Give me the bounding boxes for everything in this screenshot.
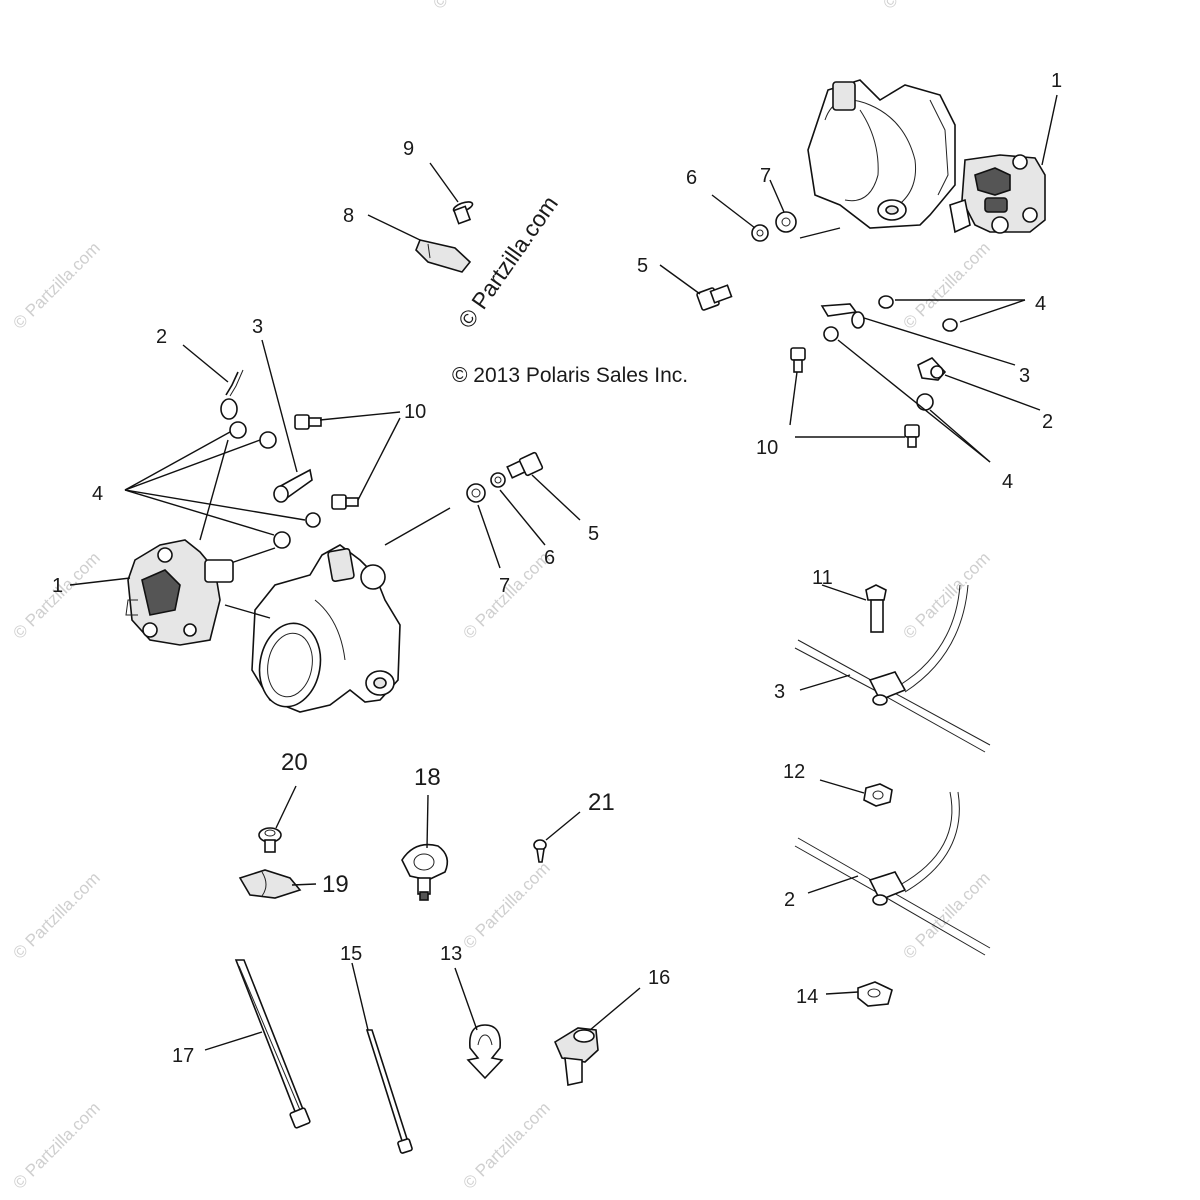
left-bolt-10-b — [331, 494, 359, 510]
watermark: © Partzilla.com — [879, 0, 973, 13]
callout-4: 4 — [1002, 471, 1013, 493]
right-bolt-10-a — [790, 347, 806, 373]
callout-5: 5 — [637, 255, 648, 277]
callout-3: 3 — [774, 681, 785, 703]
callout-10: 10 — [756, 437, 778, 459]
pin-21 — [533, 839, 547, 863]
left-banjo-3 — [273, 468, 313, 503]
callout-3: 3 — [1019, 365, 1030, 387]
left-knuckle-housing — [251, 544, 401, 713]
callout-13: 13 — [440, 943, 462, 965]
right-knuckle-housing — [807, 79, 956, 229]
connector-16 — [553, 1027, 599, 1086]
callout-7: 7 — [499, 575, 510, 597]
callout-19: 19 — [322, 871, 349, 898]
callout-12: 12 — [783, 761, 805, 783]
callout-2: 2 — [784, 889, 795, 911]
callout-17: 17 — [172, 1045, 194, 1067]
copyright-notice: © 2013 Polaris Sales Inc. — [452, 364, 688, 387]
callout-8: 8 — [343, 205, 354, 227]
nut-14 — [857, 981, 893, 1007]
watermark: © Partzilla.com — [899, 548, 993, 642]
right-brake-line-fitting — [820, 303, 865, 329]
watermark: © Partzilla.com — [9, 1098, 103, 1192]
callout-4: 4 — [1035, 293, 1046, 315]
left-brake-caliper — [125, 539, 234, 646]
watermark: © Partzilla.com — [459, 858, 553, 952]
clip-8 — [415, 239, 472, 273]
callout-18: 18 — [414, 764, 441, 791]
watermark: © Partzilla.com — [899, 238, 993, 332]
callout-11: 11 — [812, 567, 833, 589]
clip-19 — [238, 869, 302, 899]
callout-1: 1 — [1051, 70, 1062, 92]
callout-4: 4 — [92, 483, 103, 505]
callout-3: 3 — [252, 316, 263, 338]
clamp-18 — [401, 843, 449, 901]
callout-7: 7 — [760, 165, 771, 187]
callout-14: 14 — [796, 986, 818, 1008]
right-bolt-5 — [696, 284, 733, 311]
watermark: © Partzilla.com — [9, 868, 103, 962]
cable-tie-15 — [365, 1029, 413, 1154]
watermark: © Partzilla.com — [429, 0, 523, 13]
screw-20 — [258, 827, 282, 853]
brake-line-assembly-2 — [794, 791, 991, 956]
callout-1: 1 — [52, 575, 63, 597]
callout-9: 9 — [403, 138, 414, 160]
nut-12 — [863, 783, 893, 807]
callout-6: 6 — [686, 167, 697, 189]
left-bolt-10-a — [294, 414, 322, 430]
watermark: © Partzilla.com — [899, 868, 993, 962]
callout-2: 2 — [156, 326, 167, 348]
right-bolt-10-b — [904, 424, 920, 448]
callout-6: 6 — [544, 547, 555, 569]
cable-tie-17 — [234, 959, 311, 1129]
callout-15: 15 — [340, 943, 362, 965]
left-bolt-5 — [506, 451, 544, 479]
right-banjo-2 — [917, 357, 947, 381]
callout-10: 10 — [404, 401, 426, 423]
callout-5: 5 — [588, 523, 599, 545]
watermark: © Partzilla.com — [9, 238, 103, 332]
bolt-11 — [865, 584, 887, 633]
callout-20: 20 — [281, 749, 308, 776]
callout-16: 16 — [648, 967, 670, 989]
clip-13 — [466, 1024, 504, 1080]
screw-9 — [452, 201, 474, 225]
left-brake-line-fitting-2 — [220, 369, 244, 420]
watermark: © Partzilla.com — [459, 1098, 553, 1192]
callout-2: 2 — [1042, 411, 1053, 433]
right-brake-caliper — [949, 154, 1046, 234]
brake-line-assembly-3 — [794, 584, 991, 753]
callout-21: 21 — [588, 789, 615, 816]
